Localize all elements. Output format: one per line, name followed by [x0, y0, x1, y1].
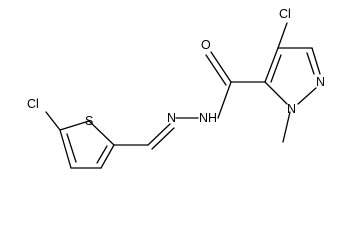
bond-n1-c5	[264, 81, 288, 105]
atom-n-amide: N	[199, 111, 208, 125]
atom-cl-pyrazole: Cl	[279, 7, 291, 21]
atom-n-pyrazole-2: N	[316, 75, 325, 89]
bond-ch-n-2	[151, 127, 175, 150]
bond-c4-c5	[59, 129, 72, 169]
bond-c-o-2	[205, 54, 227, 86]
atom-labels: Cl S N N H O Cl N N	[27, 7, 325, 128]
atom-n-hydrazone: N	[167, 111, 176, 125]
atom-s-thiophene: S	[85, 114, 93, 128]
bond-n1-methyl	[282, 111, 291, 143]
bond-c4-c5-inner	[66, 133, 77, 163]
bond-c5-s	[59, 120, 90, 131]
atom-cl-thiophene: Cl	[27, 97, 39, 111]
bond-c5-c4-inner	[270, 54, 282, 83]
bond-ch-n-1	[147, 123, 171, 146]
atom-o-carbonyl: O	[201, 38, 211, 52]
atom-n-pyrazole-1: N	[287, 102, 296, 116]
bond-c4-cl	[277, 22, 288, 49]
bond-nh-carbonyl	[217, 81, 232, 119]
bond-cl-c5	[45, 111, 61, 131]
molecule-structure: Cl S N N H O Cl N N	[27, 7, 325, 169]
bond-s-c2	[88, 120, 115, 146]
bond-c5-c4	[264, 47, 279, 83]
bond-c3-n2-inner	[306, 52, 315, 75]
bond-c2-c3-inner	[96, 145, 108, 164]
bond-n2-n1	[297, 87, 317, 105]
bond-c2-c3	[100, 144, 115, 169]
atom-h-amide: H	[208, 111, 217, 125]
bond-c3-n2	[311, 47, 321, 75]
bond-c-o-1	[210, 51, 232, 83]
bonds	[45, 22, 321, 169]
